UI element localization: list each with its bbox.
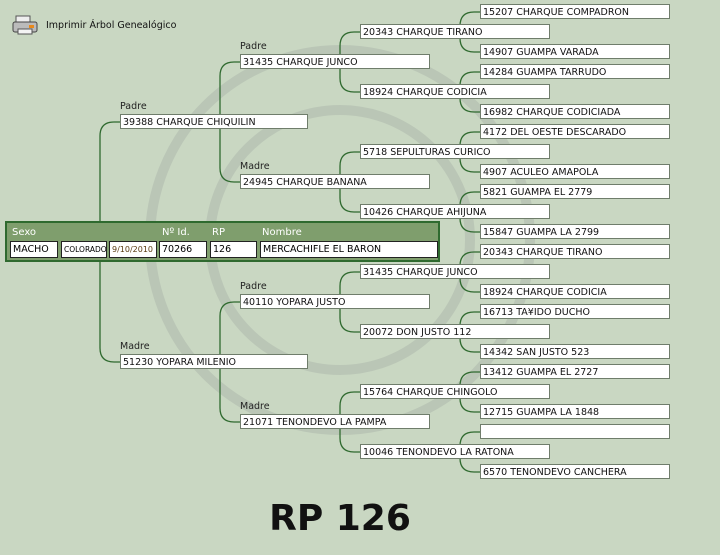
gen2-ancestor-padre[interactable]: 31435 CHARQUE JUNCO bbox=[240, 54, 430, 69]
rp-title: RP 126 bbox=[269, 498, 411, 539]
padre-label: Padre bbox=[120, 101, 147, 112]
gen4-ancestor-madre[interactable]: 12715 GUAMPA LA 1848 bbox=[480, 404, 670, 419]
sexo-field[interactable]: MACHO bbox=[10, 241, 58, 258]
header-id: Nº Id. bbox=[162, 227, 190, 238]
gen4-ancestor-madre[interactable]: 6570 TENONDEVO CANCHERA bbox=[480, 464, 670, 479]
date-field[interactable]: 9/10/2010 bbox=[109, 241, 157, 258]
padre-label: Padre bbox=[240, 281, 267, 292]
print-label: Imprimir Árbol Genealógico bbox=[46, 19, 177, 31]
gen4-ancestor-padre[interactable]: 5821 GUAMPA EL 2779 bbox=[480, 184, 670, 199]
gen3-ancestor-padre[interactable]: 31435 CHARQUE JUNCO bbox=[360, 264, 550, 279]
gen1-ancestor-madre[interactable]: 51230 YOPARA MILENIO bbox=[120, 354, 308, 369]
gen3-ancestor-madre[interactable]: 20072 DON JUSTO 112 bbox=[360, 324, 550, 339]
gen2-ancestor-padre[interactable]: 40110 YOPARA JUSTO bbox=[240, 294, 430, 309]
color-field[interactable]: COLORADO bbox=[61, 241, 107, 258]
gen4-ancestor-padre[interactable]: 16713 TA¥IDO DUCHO bbox=[480, 304, 670, 319]
gen4-ancestor-padre[interactable]: 15207 CHARQUE COMPADRON bbox=[480, 4, 670, 19]
gen2-ancestor-madre[interactable]: 24945 CHARQUE BANANA bbox=[240, 174, 430, 189]
gen4-ancestor-madre[interactable]: 15847 GUAMPA LA 2799 bbox=[480, 224, 670, 239]
gen3-ancestor-madre[interactable]: 18924 CHARQUE CODICIA bbox=[360, 84, 550, 99]
gen4-ancestor-padre[interactable]: 20343 CHARQUE TIRANO bbox=[480, 244, 670, 259]
gen3-ancestor-padre[interactable]: 20343 CHARQUE TIRANO bbox=[360, 24, 550, 39]
nombre-field[interactable]: MERCACHIFLE EL BARON bbox=[260, 241, 438, 258]
gen4-ancestor-madre[interactable]: 14907 GUAMPA VARADA bbox=[480, 44, 670, 59]
header-rp: RP bbox=[212, 227, 225, 238]
gen1-ancestor-padre[interactable]: 39388 CHARQUE CHIQUILIN bbox=[120, 114, 308, 129]
print-tree-button[interactable]: Imprimir Árbol Genealógico bbox=[12, 14, 176, 36]
padre-label: Padre bbox=[240, 41, 267, 52]
madre-label: Madre bbox=[120, 341, 150, 352]
rp-field[interactable]: 126 bbox=[210, 241, 257, 258]
gen4-ancestor-padre[interactable]: 14284 GUAMPA TARRUDO bbox=[480, 64, 670, 79]
gen4-ancestor-madre[interactable]: 16982 CHARQUE CODICIADA bbox=[480, 104, 670, 119]
gen4-ancestor-padre[interactable]: 13412 GUAMPA EL 2727 bbox=[480, 364, 670, 379]
gen4-ancestor-madre[interactable]: 4907 ACULEO AMAPOLA bbox=[480, 164, 670, 179]
gen3-ancestor-madre[interactable]: 10426 CHARQUE AHIJUNA bbox=[360, 204, 550, 219]
gen4-ancestor-madre[interactable]: 18924 CHARQUE CODICIA bbox=[480, 284, 670, 299]
header-nombre: Nombre bbox=[262, 227, 302, 238]
gen2-ancestor-madre[interactable]: 21071 TENONDEVO LA PAMPA bbox=[240, 414, 430, 429]
gen4-ancestor-madre[interactable]: 14342 SAN JUSTO 523 bbox=[480, 344, 670, 359]
gen3-ancestor-madre[interactable]: 10046 TENONDEVO LA RATONA bbox=[360, 444, 550, 459]
gen3-ancestor-padre[interactable]: 5718 SEPULTURAS CURICO bbox=[360, 144, 550, 159]
printer-icon bbox=[12, 15, 38, 35]
header-sexo: Sexo bbox=[12, 227, 37, 238]
animal-panel: Sexo Nº Id. RP Nombre MACHO COLORADO 9/1… bbox=[5, 221, 440, 262]
madre-label: Madre bbox=[240, 401, 270, 412]
gen4-ancestor-padre[interactable]: 4172 DEL OESTE DESCARADO bbox=[480, 124, 670, 139]
id-field[interactable]: 70266 bbox=[159, 241, 207, 258]
madre-label: Madre bbox=[240, 161, 270, 172]
gen4-ancestor-padre[interactable] bbox=[480, 424, 670, 439]
gen3-ancestor-padre[interactable]: 15764 CHARQUE CHINGOLO bbox=[360, 384, 550, 399]
